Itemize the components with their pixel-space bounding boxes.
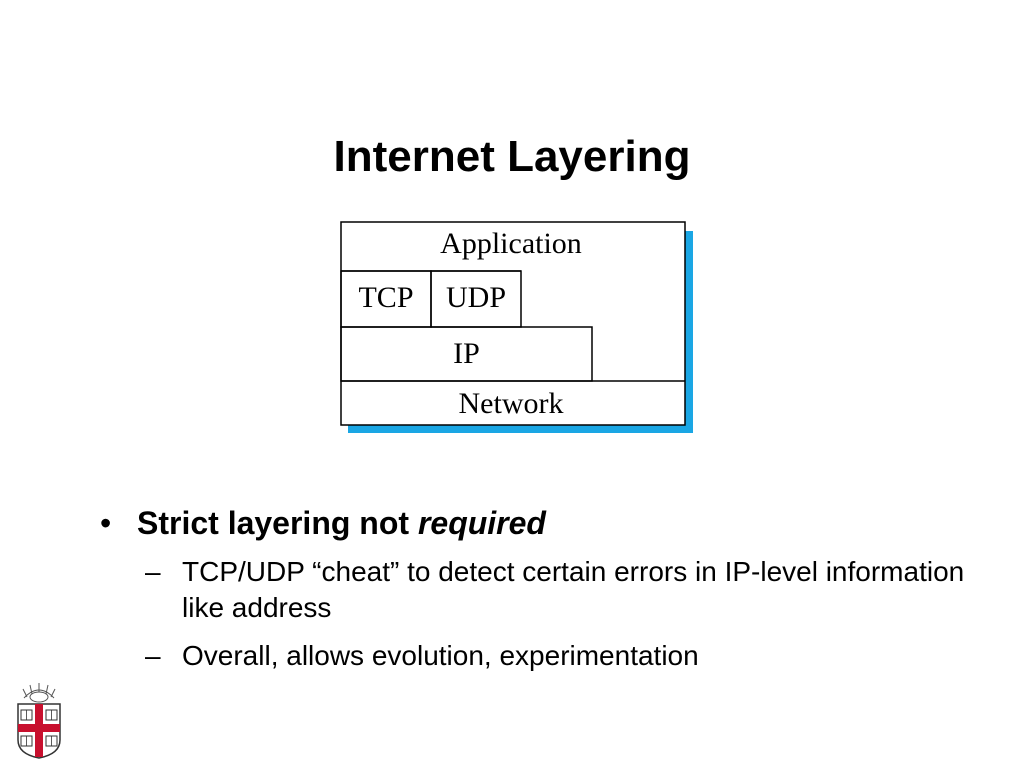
sub-bullet-dash: –	[145, 640, 161, 671]
layering-diagram-graphic	[340, 221, 693, 433]
udp-label: UDP	[445, 281, 506, 314]
ip-label: IP	[453, 337, 480, 370]
network-label: Network	[458, 387, 564, 420]
diagram-frame	[340, 221, 686, 426]
slide-title: Internet Layering	[333, 132, 691, 181]
bullet-dot: •	[100, 505, 112, 541]
sub-bullet: – TCP/UDP “cheat” to detect certain erro…	[100, 554, 980, 626]
bullet-list: • Strict layering not required – TCP/UDP…	[100, 505, 980, 674]
sub-bullet-text: Overall, allows evolution, experimentati…	[182, 640, 699, 671]
bullet-main-emphasis: required	[417, 505, 546, 541]
application-label: Application	[440, 227, 582, 260]
sub-bullet-dash: –	[145, 556, 161, 587]
university-shield-icon	[14, 680, 64, 760]
sub-bullet: – Overall, allows evolution, experimenta…	[100, 638, 980, 674]
layering-diagram: Application TCP UDP IP Network	[340, 221, 694, 435]
bullet-main: • Strict layering not required	[100, 505, 980, 542]
bullet-main-text: Strict layering not	[137, 505, 418, 541]
sub-bullet-text: TCP/UDP “cheat” to detect certain errors…	[182, 556, 965, 623]
tcp-label: TCP	[358, 281, 414, 314]
